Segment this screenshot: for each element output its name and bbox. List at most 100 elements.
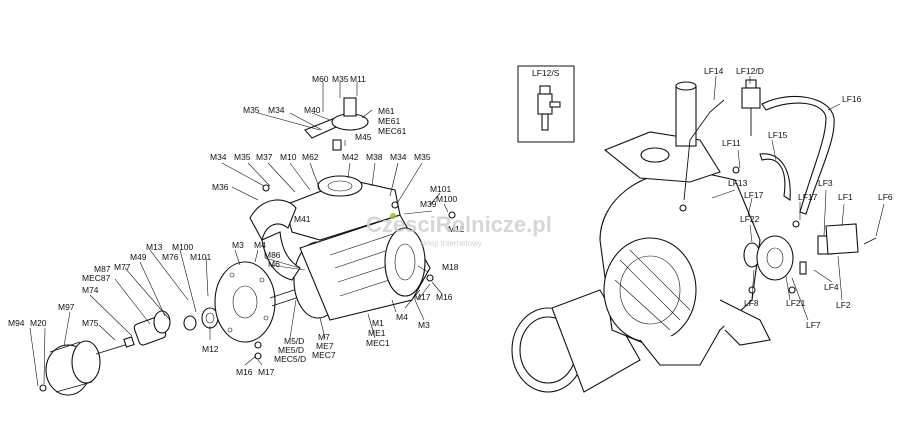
- label: M4: [396, 312, 408, 322]
- label: ME5/D: [278, 345, 304, 355]
- hose-lf16: [761, 95, 835, 215]
- label: M62: [302, 152, 319, 162]
- label: M94: [8, 318, 25, 328]
- label: MEC1: [366, 338, 390, 348]
- label: M87: [94, 264, 111, 274]
- label: ME61: [378, 116, 400, 126]
- label: M74: [82, 285, 99, 295]
- label: M75: [82, 318, 99, 328]
- part-lf4: [799, 261, 807, 275]
- spring-m45: [332, 139, 342, 151]
- label: M35: [332, 74, 349, 84]
- hose-m36: [249, 199, 297, 242]
- label: M36: [212, 182, 229, 192]
- bolt-m75: [95, 343, 129, 355]
- label: M42: [342, 152, 359, 162]
- flange-m3: [214, 261, 276, 343]
- label: LF13: [728, 178, 748, 188]
- label: M18: [442, 262, 459, 272]
- label: LF2: [836, 300, 851, 310]
- label: MEC61: [378, 126, 407, 136]
- right-leader-lines: [711, 75, 885, 321]
- label: ME1: [368, 328, 386, 338]
- label: M37: [256, 152, 273, 162]
- watermark-brand: CzesciRolnicze.pl: [366, 212, 552, 237]
- label: M4: [254, 240, 266, 250]
- label: M45: [355, 132, 372, 142]
- bracket-lf1: [825, 223, 859, 255]
- label: M35: [243, 105, 260, 115]
- label: LF15: [768, 130, 788, 140]
- label: M49: [130, 252, 147, 262]
- label: M101: [430, 184, 452, 194]
- label: M3: [418, 320, 430, 330]
- label: M38: [366, 152, 383, 162]
- label: M34: [210, 152, 227, 162]
- cover-lf7: [756, 235, 794, 281]
- label: LF4: [824, 282, 839, 292]
- label: M61: [378, 106, 395, 116]
- label: M100: [172, 242, 194, 252]
- label: MEC87: [82, 273, 111, 283]
- label: M11: [350, 74, 366, 84]
- valve-lf12d: [745, 79, 757, 89]
- label: M34: [390, 152, 407, 162]
- label: LF6: [878, 192, 893, 202]
- label: M97: [58, 302, 75, 312]
- watermark-tagline: sklep internetowy: [420, 239, 482, 248]
- label: M12: [202, 344, 219, 354]
- label: LF3: [818, 178, 833, 188]
- label: ME7: [316, 341, 334, 351]
- label: M16: [236, 367, 253, 377]
- label: LF17: [744, 190, 764, 200]
- label: LF1: [838, 192, 853, 202]
- label: MEC7: [312, 350, 336, 360]
- right-assembly-drawing: [511, 65, 877, 393]
- label: M7: [318, 332, 330, 342]
- label: LF14: [704, 66, 724, 76]
- left-assembly-drawing: [39, 97, 456, 396]
- left-leader-lines: [29, 82, 449, 387]
- label: LF17: [798, 192, 818, 202]
- label: M20: [30, 318, 47, 328]
- label: LF12/D: [736, 66, 764, 76]
- label: M86: [264, 250, 281, 260]
- label: M34: [268, 105, 285, 115]
- label: M13: [146, 242, 163, 252]
- label: M39: [420, 199, 437, 209]
- label: LF16: [842, 94, 862, 104]
- watermark-logo-dot: [390, 213, 396, 219]
- label: M3: [232, 240, 244, 250]
- bolt-lf6: [863, 237, 877, 245]
- label: LF21: [786, 298, 806, 308]
- label: M40: [304, 105, 321, 115]
- label: M76: [162, 252, 179, 262]
- label: LF7: [806, 320, 821, 330]
- label: M60: [312, 74, 329, 84]
- ring-m76: [183, 315, 197, 331]
- label: MEC5/D: [274, 354, 306, 364]
- label: LF11: [722, 138, 741, 148]
- hose-lf15: [759, 153, 791, 201]
- label: M17: [414, 292, 431, 302]
- label: M35: [234, 152, 251, 162]
- label: M10: [280, 152, 297, 162]
- label: M17: [258, 367, 275, 377]
- label: M5/D: [284, 336, 304, 346]
- label: M101: [190, 252, 212, 262]
- label: M12: [448, 224, 465, 234]
- label: M35: [414, 152, 431, 162]
- pipe-lf14: [675, 85, 697, 147]
- part-labels: M60 M35 M11 M61 ME61 MEC61 M40 M35 M34 M…: [8, 66, 893, 377]
- label: M6: [268, 259, 280, 269]
- inset-title: LF12/S: [532, 68, 560, 78]
- label: LF22: [740, 214, 760, 224]
- watermark: CzesciRolnicze.pl sklep internetowy: [366, 212, 552, 248]
- label: M41: [294, 214, 311, 224]
- label: M1: [372, 318, 384, 328]
- label: M16: [436, 292, 453, 302]
- label: M100: [436, 194, 458, 204]
- label: M77: [114, 262, 131, 272]
- label: LF8: [744, 298, 759, 308]
